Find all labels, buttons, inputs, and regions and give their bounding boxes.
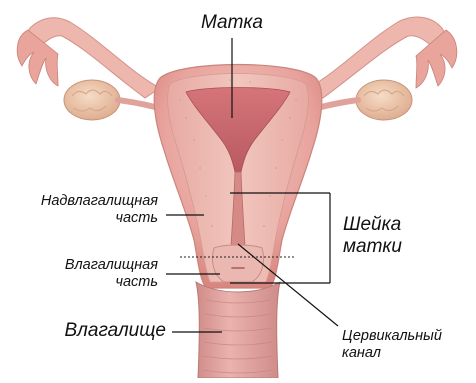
cervix-vaginal-portion <box>212 245 263 282</box>
left-fimbriae <box>17 30 58 86</box>
right-ligament <box>318 100 358 108</box>
label-supravaginal: Надвлагалищная часть <box>6 193 158 226</box>
label-vagina: Влагалище <box>6 320 166 342</box>
label-uterus: Матка <box>196 12 268 34</box>
label-cervical-canal: Цервикальный канал <box>342 328 472 361</box>
left-ligament <box>118 100 158 108</box>
left-ovary <box>64 80 120 120</box>
right-ovary <box>356 80 412 120</box>
label-cervix: Шейка матки <box>343 214 463 258</box>
vagina <box>196 282 280 378</box>
label-vaginal-part: Влагалищная часть <box>6 257 158 290</box>
